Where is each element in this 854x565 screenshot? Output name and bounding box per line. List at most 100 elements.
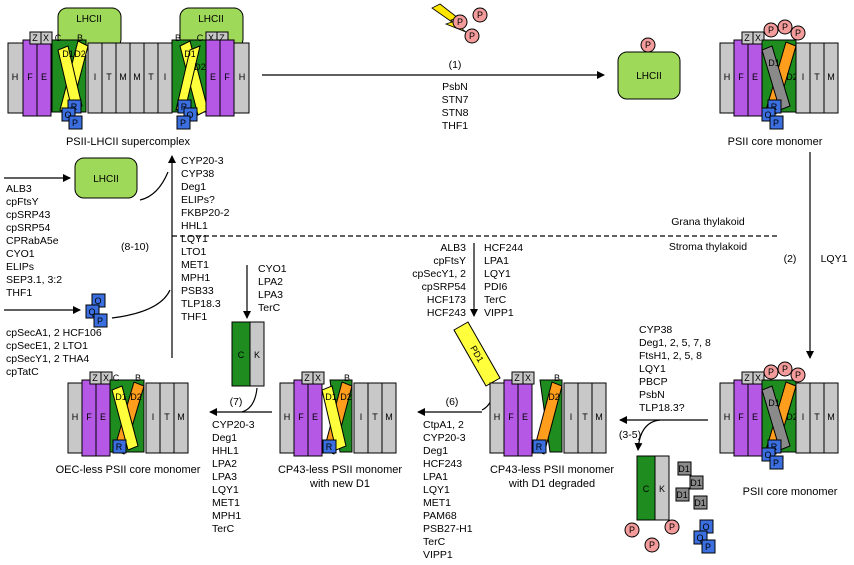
factor: TerC [258, 302, 281, 314]
factor: PSB27-H1 [423, 523, 473, 535]
factor: THF1 [6, 287, 32, 299]
subunit-m [173, 382, 189, 454]
factor: PBCP [639, 376, 668, 388]
subunit-label: B [77, 33, 83, 43]
factor: cpFtsY [6, 196, 39, 208]
subunit-label: X [315, 373, 321, 383]
phosphate-icon [624, 522, 640, 538]
subunit-label: P [795, 28, 801, 38]
factor: LQY1 [639, 363, 666, 375]
subunit-label: R [771, 442, 778, 452]
subunit-label: D2 [786, 412, 798, 422]
subunit-label: P [782, 22, 788, 32]
oec-insertion-factors: cpSecA1, 2 HCF106 cpSecE1, 2 LTO1 cpSecY… [6, 327, 102, 378]
subunit-h [233, 42, 250, 114]
subunit-label: Z [92, 373, 98, 383]
subunit-label: O [64, 110, 71, 120]
subunit-label: F [27, 72, 33, 82]
factor: Deg1 [423, 445, 448, 457]
subunit-label: M [385, 412, 393, 422]
subunit-label: C [238, 350, 245, 360]
factor: CYO1 [258, 263, 287, 275]
subunit-label: T [582, 412, 588, 422]
factor: CYP20-3 [212, 419, 255, 431]
subunit-label: E [752, 72, 758, 82]
factor: TerC [484, 294, 507, 306]
arrow-degradation [634, 419, 661, 451]
subunit-p [701, 539, 716, 554]
phosphate-icon [640, 37, 656, 53]
phosphate-icon [763, 364, 779, 380]
subunit-label: M [133, 72, 141, 82]
subunit-label: D1 [694, 498, 706, 508]
subunit-label: H [494, 412, 501, 422]
factor: ALB3 [6, 183, 32, 195]
subunit-label: D2 [74, 49, 86, 59]
high-light-stress: P P P [431, 3, 488, 44]
subunit-label: D1 [678, 464, 690, 474]
subunit-label: I [360, 412, 363, 422]
step-3-5-label: (3-5) [619, 429, 641, 441]
factor: LPA1 [423, 471, 448, 483]
oec-less-label: OEC-less PSII core monomer [56, 464, 201, 476]
subunit-label: P [180, 118, 186, 128]
subunit-label: P [705, 542, 711, 552]
d1-subunit [111, 385, 139, 451]
factor: LPA2 [258, 276, 283, 288]
subunit-label: P [773, 118, 779, 128]
factor: CYO1 [6, 248, 35, 260]
factor: STN8 [442, 107, 469, 119]
subunit-label: D1 [115, 392, 127, 402]
subunit-label: F [738, 412, 744, 422]
subunit-label: D1 [184, 49, 196, 59]
step-6-factors: CtpA1, 2 CYP20-3 Deg1 HCF243 LPA1 LQY1 M… [423, 419, 473, 561]
factor: LPA3 [212, 471, 237, 483]
subunit-label: R [326, 442, 333, 452]
subunit-label: T [814, 72, 820, 82]
subunit-label: R [71, 102, 78, 112]
psii-lhcii-supercomplex: LHCII LHCII H F E Z X C B D1 D2 I T M R … [7, 7, 250, 148]
factor: MET1 [181, 259, 209, 271]
oec-subunits: O Q P [85, 293, 108, 328]
factor: MPH1 [212, 510, 241, 522]
psii-core-monomer-bottom: H F E Z X D1 D2 I T M P P P R O P PSII c… [719, 361, 839, 498]
subunit-label: I [164, 72, 167, 82]
lhcii-label: LHCII [636, 71, 662, 82]
factor: LPA1 [484, 255, 509, 267]
subunit-label: C [113, 373, 120, 383]
subunit-label: P [645, 40, 651, 50]
grana-label: Grana thylakoid [671, 216, 745, 228]
phosphate-icon [472, 7, 488, 23]
step-7-label: (7) [230, 396, 243, 408]
step-8-10-factors: CYP20-3 CYP38 Deg1 ELIPs? FKBP20-2 HHL1 … [181, 155, 230, 323]
subunit-p [176, 115, 191, 130]
factor: THF1 [442, 120, 468, 132]
lhcii-join-curve [139, 171, 169, 201]
subunit-label: Z [219, 33, 225, 43]
subunit-p [769, 455, 784, 470]
oec-join-curve [111, 289, 171, 319]
factor: FtsH1, 2, 5, 8 [639, 350, 702, 362]
factor: LQY1 [484, 268, 511, 280]
core-monomer-bottom-label: PSII core monomer [743, 486, 838, 498]
factor: TLP18.3? [639, 402, 685, 414]
cp43-less-new-d1-label: with new D1 [309, 478, 370, 490]
factor: cpSecY1, 2 THA4 [6, 353, 89, 365]
factor: cpSecY1, 2 [412, 268, 466, 280]
lhcii-label: LHCII [76, 14, 102, 25]
subunit-label: I [802, 72, 805, 82]
phosphate-icon [452, 14, 468, 30]
subunit-label: P [768, 367, 774, 377]
subunit-label: X [755, 373, 761, 383]
subunit-label: D1 [325, 392, 337, 402]
factor: THF1 [181, 311, 207, 323]
subunit-label: D2 [130, 392, 142, 402]
subunit-label: H [724, 412, 731, 422]
subunit-label: F [86, 412, 92, 422]
stroma-label: Stroma thylakoid [669, 241, 747, 253]
factor: PSB33 [181, 285, 214, 297]
factor: ALB3 [440, 242, 466, 254]
factor: Deg1 [212, 432, 237, 444]
supercomplex-label: PSII-LHCII supercomplex [66, 136, 191, 148]
lhcii-label: LHCII [198, 14, 224, 25]
